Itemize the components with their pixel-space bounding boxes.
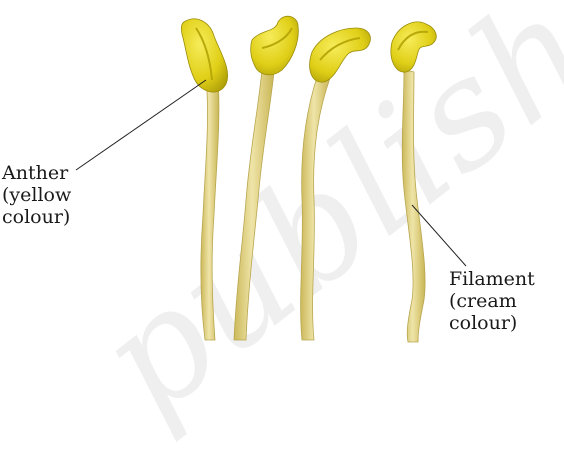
stamen-3 — [301, 28, 371, 340]
anther-label-line-3: colour) — [2, 206, 71, 228]
stamen-2 — [234, 16, 298, 340]
filament-3 — [301, 74, 330, 340]
filament-label: Filament (cream colour) — [449, 268, 535, 334]
anther-2 — [251, 16, 299, 75]
filament-label-line-1: Filament — [449, 268, 535, 290]
filament-label-line-3: colour) — [449, 312, 535, 334]
anther-leader-line — [76, 80, 206, 170]
filament-1 — [201, 78, 219, 340]
filament-4 — [402, 70, 425, 342]
anther-4 — [391, 22, 436, 72]
anther-label-line-1: Anther — [2, 162, 71, 184]
filament-label-line-2: (cream — [449, 290, 535, 312]
stamen-1 — [181, 19, 227, 340]
anther-label-line-2: (yellow — [2, 184, 71, 206]
filament-2 — [234, 70, 274, 340]
anther-3 — [310, 28, 371, 82]
stamen-4 — [391, 22, 436, 342]
anther-label: Anther (yellow colour) — [2, 162, 71, 228]
